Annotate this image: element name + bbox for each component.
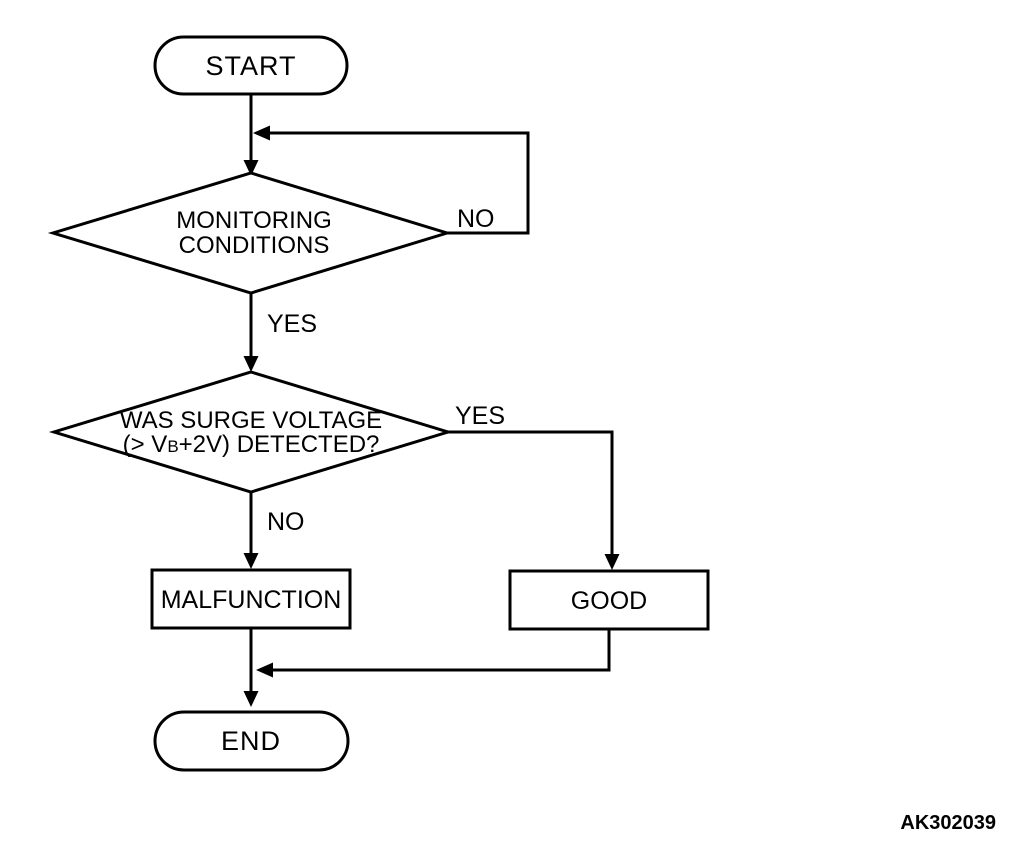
surge-label-pre: (> V <box>123 431 168 458</box>
start-terminator <box>153 35 349 96</box>
surge-no-label: NO <box>267 508 305 536</box>
arrowhead-into-monitoring-icon <box>243 160 259 176</box>
decision-monitoring-label-line2: CONDITIONS <box>179 232 330 259</box>
connector-good-to-junction <box>264 629 611 672</box>
decision-monitoring-conditions <box>47 171 453 295</box>
decision-monitoring-label-line1: MONITORING <box>176 207 332 234</box>
malfunction-label: MALFUNCTION <box>161 586 342 614</box>
surge-yes-label: YES <box>455 402 505 430</box>
end-label: END <box>221 726 281 756</box>
arrowhead-into-good-icon <box>604 554 620 570</box>
decision-surge-voltage <box>48 370 454 494</box>
surge-label-post: +2V) DETECTED? <box>179 431 380 458</box>
decision-surge-label-line1: WAS SURGE VOLTAGE <box>120 407 382 434</box>
arrowhead-into-end-icon <box>243 691 259 707</box>
start-label: START <box>205 51 296 81</box>
arrowhead-good-junction-icon <box>256 662 273 678</box>
malfunction-process-box <box>150 568 352 630</box>
monitoring-yes-label: YES <box>267 310 317 338</box>
good-process-box <box>508 569 710 631</box>
arrowhead-into-surge-icon <box>243 356 259 372</box>
end-terminator <box>153 710 350 772</box>
monitoring-no-label: NO <box>457 205 495 233</box>
connector-surge-yes-to-good <box>448 430 614 564</box>
arrowhead-no-loop-icon <box>253 125 270 141</box>
arrowhead-into-malfunction-icon <box>243 553 259 569</box>
decision-surge-label-line2: (> VB+2V) DETECTED? <box>123 431 380 458</box>
good-label: GOOD <box>571 587 647 615</box>
figure-code-label: AK302039 <box>900 812 996 834</box>
surge-label-subscript-b: B <box>167 437 178 456</box>
connector-monitoring-no-loop <box>258 131 530 235</box>
